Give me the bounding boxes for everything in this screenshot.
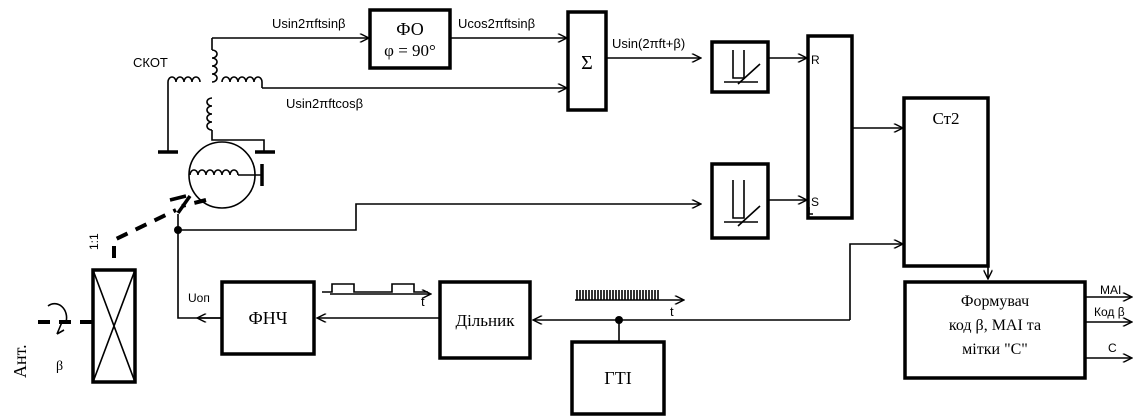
- output-c-label: C: [1108, 341, 1117, 355]
- trigger-r-label: R: [811, 53, 820, 67]
- antenna-symbol: [38, 302, 93, 335]
- shaper-symbol-lower: [724, 180, 761, 227]
- ratio-label: 1:1: [87, 233, 101, 250]
- st2-block: [902, 96, 990, 268]
- skot-transformer: [158, 38, 275, 154]
- former-block: [903, 280, 1087, 380]
- signal-label-sum: Usin(2πft+β): [612, 36, 685, 51]
- dilnyk-label: Дільник: [455, 311, 515, 330]
- st2-label: Ст2: [932, 109, 959, 128]
- rs-trigger-block: [806, 34, 854, 220]
- beta-label: β: [56, 359, 63, 374]
- dilnyk-block: [438, 280, 532, 360]
- signal-label-sin-cos: Usin2πftcosβ: [286, 96, 363, 111]
- fo-block: [368, 8, 452, 70]
- output-kod-label: Код β: [1094, 305, 1125, 319]
- shaper-block-upper: [710, 40, 770, 94]
- fnch-label: ФНЧ: [249, 308, 288, 328]
- pulse-waveform: [322, 283, 430, 294]
- t-label-1: t: [421, 294, 425, 309]
- fo-label: ФО: [396, 19, 423, 39]
- gti-label: ГТІ: [604, 368, 631, 388]
- trigger-s-label: S: [811, 195, 819, 209]
- t-label-2: t: [670, 304, 674, 319]
- sum-block: [566, 10, 608, 112]
- phase-winding-device: [169, 141, 264, 215]
- shaper-symbol-upper: [724, 50, 761, 85]
- gti-block: [570, 340, 666, 416]
- former-label-3: мітки "С": [962, 341, 1028, 358]
- clock-to-st2-line: [849, 244, 902, 320]
- skot-label: СКОТ: [133, 55, 168, 70]
- former-label-1: Формувач: [961, 293, 1029, 310]
- reference-line-to-shaper: [178, 204, 700, 231]
- sum-symbol: Σ: [581, 52, 593, 74]
- output-mai-label: MAI: [1100, 283, 1121, 297]
- antenna-drive-cross: [92, 269, 136, 383]
- fo-phase-label: φ = 90°: [384, 41, 436, 60]
- former-label-2: код β, МАІ та: [949, 317, 1041, 334]
- shaper-block-lower: [710, 162, 770, 240]
- signal-label-sin-sin: Usin2πftsinβ: [272, 16, 346, 31]
- coupling-dashed-link: [112, 208, 177, 258]
- antenna-label: Aнт.: [10, 344, 30, 378]
- signal-label-cos-sin: Ucos2πftsinβ: [458, 16, 535, 31]
- clock-waveform: [575, 290, 683, 300]
- u-op-label: Uоп: [188, 291, 210, 305]
